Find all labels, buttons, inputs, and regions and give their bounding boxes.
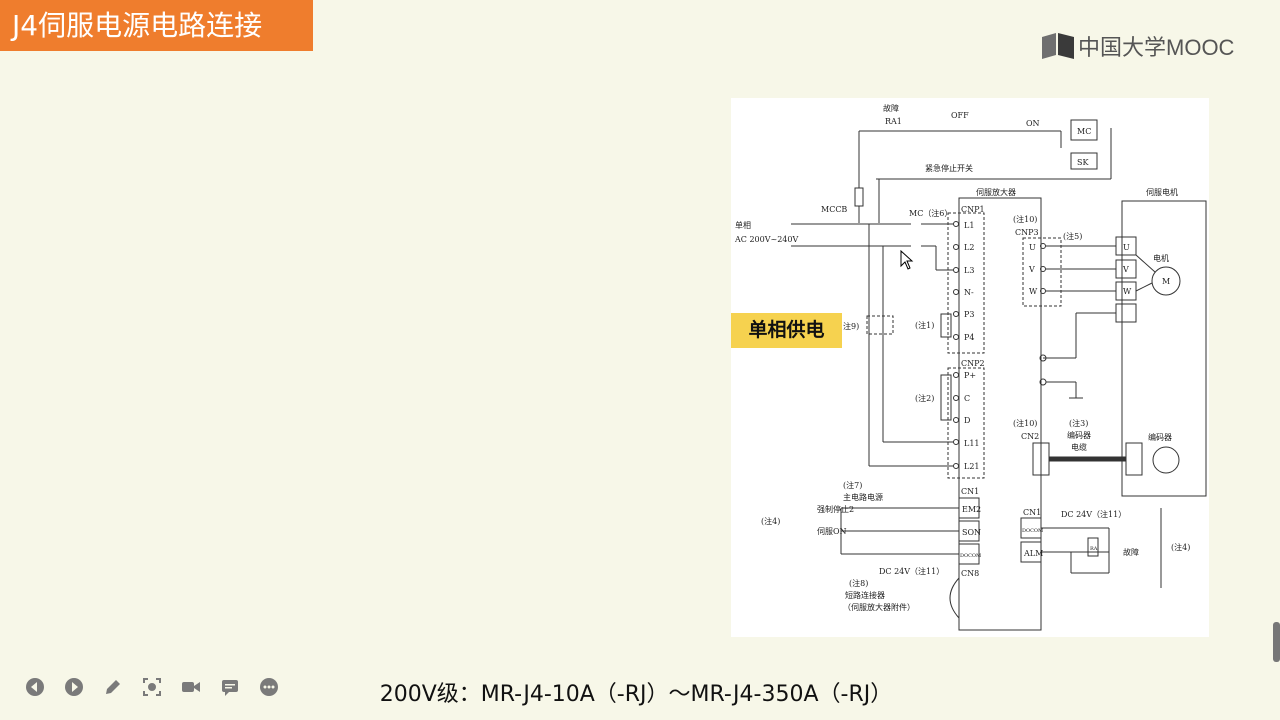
prev-icon[interactable]: [22, 674, 47, 699]
label-cn8: CN8: [961, 569, 979, 578]
scrollbar[interactable]: [1273, 622, 1280, 662]
label-v-left: V: [1028, 265, 1035, 274]
label-u-left: U: [1029, 243, 1036, 252]
label-em2: EM2: [962, 505, 981, 514]
player-controls: [22, 674, 281, 699]
label-motor-title: 伺服电机: [1146, 187, 1178, 197]
label-c: C: [964, 394, 970, 403]
label-note10a: (注10): [1013, 214, 1037, 224]
label-l1: L1: [964, 221, 974, 230]
label-off: OFF: [951, 111, 969, 120]
label-mc: MC: [1077, 127, 1091, 136]
logo-text: 中国大学MOOC: [1078, 35, 1235, 60]
label-l21: L21: [964, 462, 980, 471]
label-forced-stop: 强制停止2: [817, 504, 854, 514]
more-icon[interactable]: [256, 674, 281, 699]
label-note10b: (注10): [1013, 418, 1037, 428]
label-amp-acc: （伺服放大器附件）: [843, 602, 915, 612]
label-encoder-cable2: 电缆: [1071, 442, 1087, 452]
label-encoder: 编码器: [1148, 432, 1172, 442]
label-l11: L11: [964, 439, 980, 448]
label-short-conn: 短路连接器: [845, 590, 885, 600]
single-phase-callout: 单相供电: [731, 313, 842, 348]
mouse-cursor-icon: [900, 249, 914, 270]
label-ra1: RA1: [885, 117, 902, 126]
label-ra: RA: [1090, 546, 1098, 552]
label-cn2: CN2: [1021, 432, 1039, 441]
label-dc24a: DC 24V（注11）: [879, 566, 944, 576]
label-single-phase: 单相: [735, 220, 751, 230]
label-ac-range: AC 200V~240V: [734, 235, 798, 244]
subtitle-icon[interactable]: [217, 674, 242, 699]
label-note9: 注9): [843, 321, 859, 331]
label-pplus: P+: [964, 371, 976, 380]
label-note7: (注7): [843, 480, 862, 490]
caption-text: 200V级：MR-J4-10A（-RJ）～MR-J4-350A（-RJ）: [379, 682, 893, 707]
label-note2: (注2): [915, 393, 934, 403]
label-l3: L3: [964, 266, 974, 275]
label-note8: (注8): [849, 578, 868, 588]
label-mc-note6: MC（注6）: [909, 208, 952, 218]
mooc-book-icon: [1040, 31, 1076, 61]
camera-icon[interactable]: [178, 674, 203, 699]
label-mccb: MCCB: [821, 205, 847, 214]
circuit-diagram-svg: 故障 RA1 OFF ON MC SK 紧急停止开关 伺服放大器 伺服电机 单相…: [734, 103, 1207, 631]
next-icon[interactable]: [61, 674, 86, 699]
page-title: J4伺服电源电路连接: [0, 0, 313, 51]
label-note4b: (注4): [1171, 542, 1190, 552]
label-u: U: [1123, 243, 1130, 252]
focus-icon[interactable]: [139, 674, 164, 699]
label-cnp3: CNP3: [1015, 228, 1039, 237]
slide-caption: 200V级：MR-J4-10A（-RJ）～MR-J4-350A（-RJ）: [0, 676, 1280, 708]
label-alm: ALM: [1023, 549, 1043, 558]
label-cnp2: CNP2: [961, 359, 985, 368]
label-fault-right: 故障: [1123, 547, 1139, 557]
label-v: V: [1122, 265, 1129, 274]
label-m: M: [1162, 277, 1170, 286]
label-note1: (注1): [915, 320, 934, 330]
circuit-diagram: 故障 RA1 OFF ON MC SK 紧急停止开关 伺服放大器 伺服电机 单相…: [731, 98, 1209, 637]
label-amp-title: 伺服放大器: [976, 187, 1016, 197]
label-w-left: W: [1029, 287, 1038, 296]
label-docom2: DOCOM: [1022, 528, 1043, 534]
label-fault-top: 故障: [883, 103, 899, 113]
label-w: W: [1123, 287, 1132, 296]
label-cnp1: CNP1: [961, 205, 985, 214]
pen-icon[interactable]: [100, 674, 125, 699]
label-main-power: 主电路电源: [843, 492, 883, 502]
label-dc24b: DC 24V（注11）: [1061, 509, 1126, 519]
label-encoder-cable1: 编码器: [1067, 430, 1091, 440]
label-n: N-: [964, 288, 974, 297]
label-l2: L2: [964, 243, 974, 252]
label-son: SON: [962, 528, 981, 537]
label-cn1b: CN1: [1023, 508, 1041, 517]
label-note4a: (注4): [761, 516, 780, 526]
label-note5: (注5): [1063, 231, 1082, 241]
label-on: ON: [1026, 119, 1040, 128]
label-p4: P4: [964, 333, 974, 342]
label-estop: 紧急停止开关: [925, 163, 973, 173]
label-sk: SK: [1077, 158, 1089, 167]
label-p3: P3: [964, 310, 974, 319]
label-docom: DOCOM: [960, 553, 981, 559]
label-d: D: [964, 416, 970, 425]
label-cn1a: CN1: [961, 487, 979, 496]
label-servo-on: 伺服ON: [817, 526, 847, 536]
mooc-logo: 中国大学MOOC: [1040, 28, 1240, 64]
label-note3: (注3): [1069, 418, 1088, 428]
label-motor: 电机: [1153, 253, 1169, 263]
